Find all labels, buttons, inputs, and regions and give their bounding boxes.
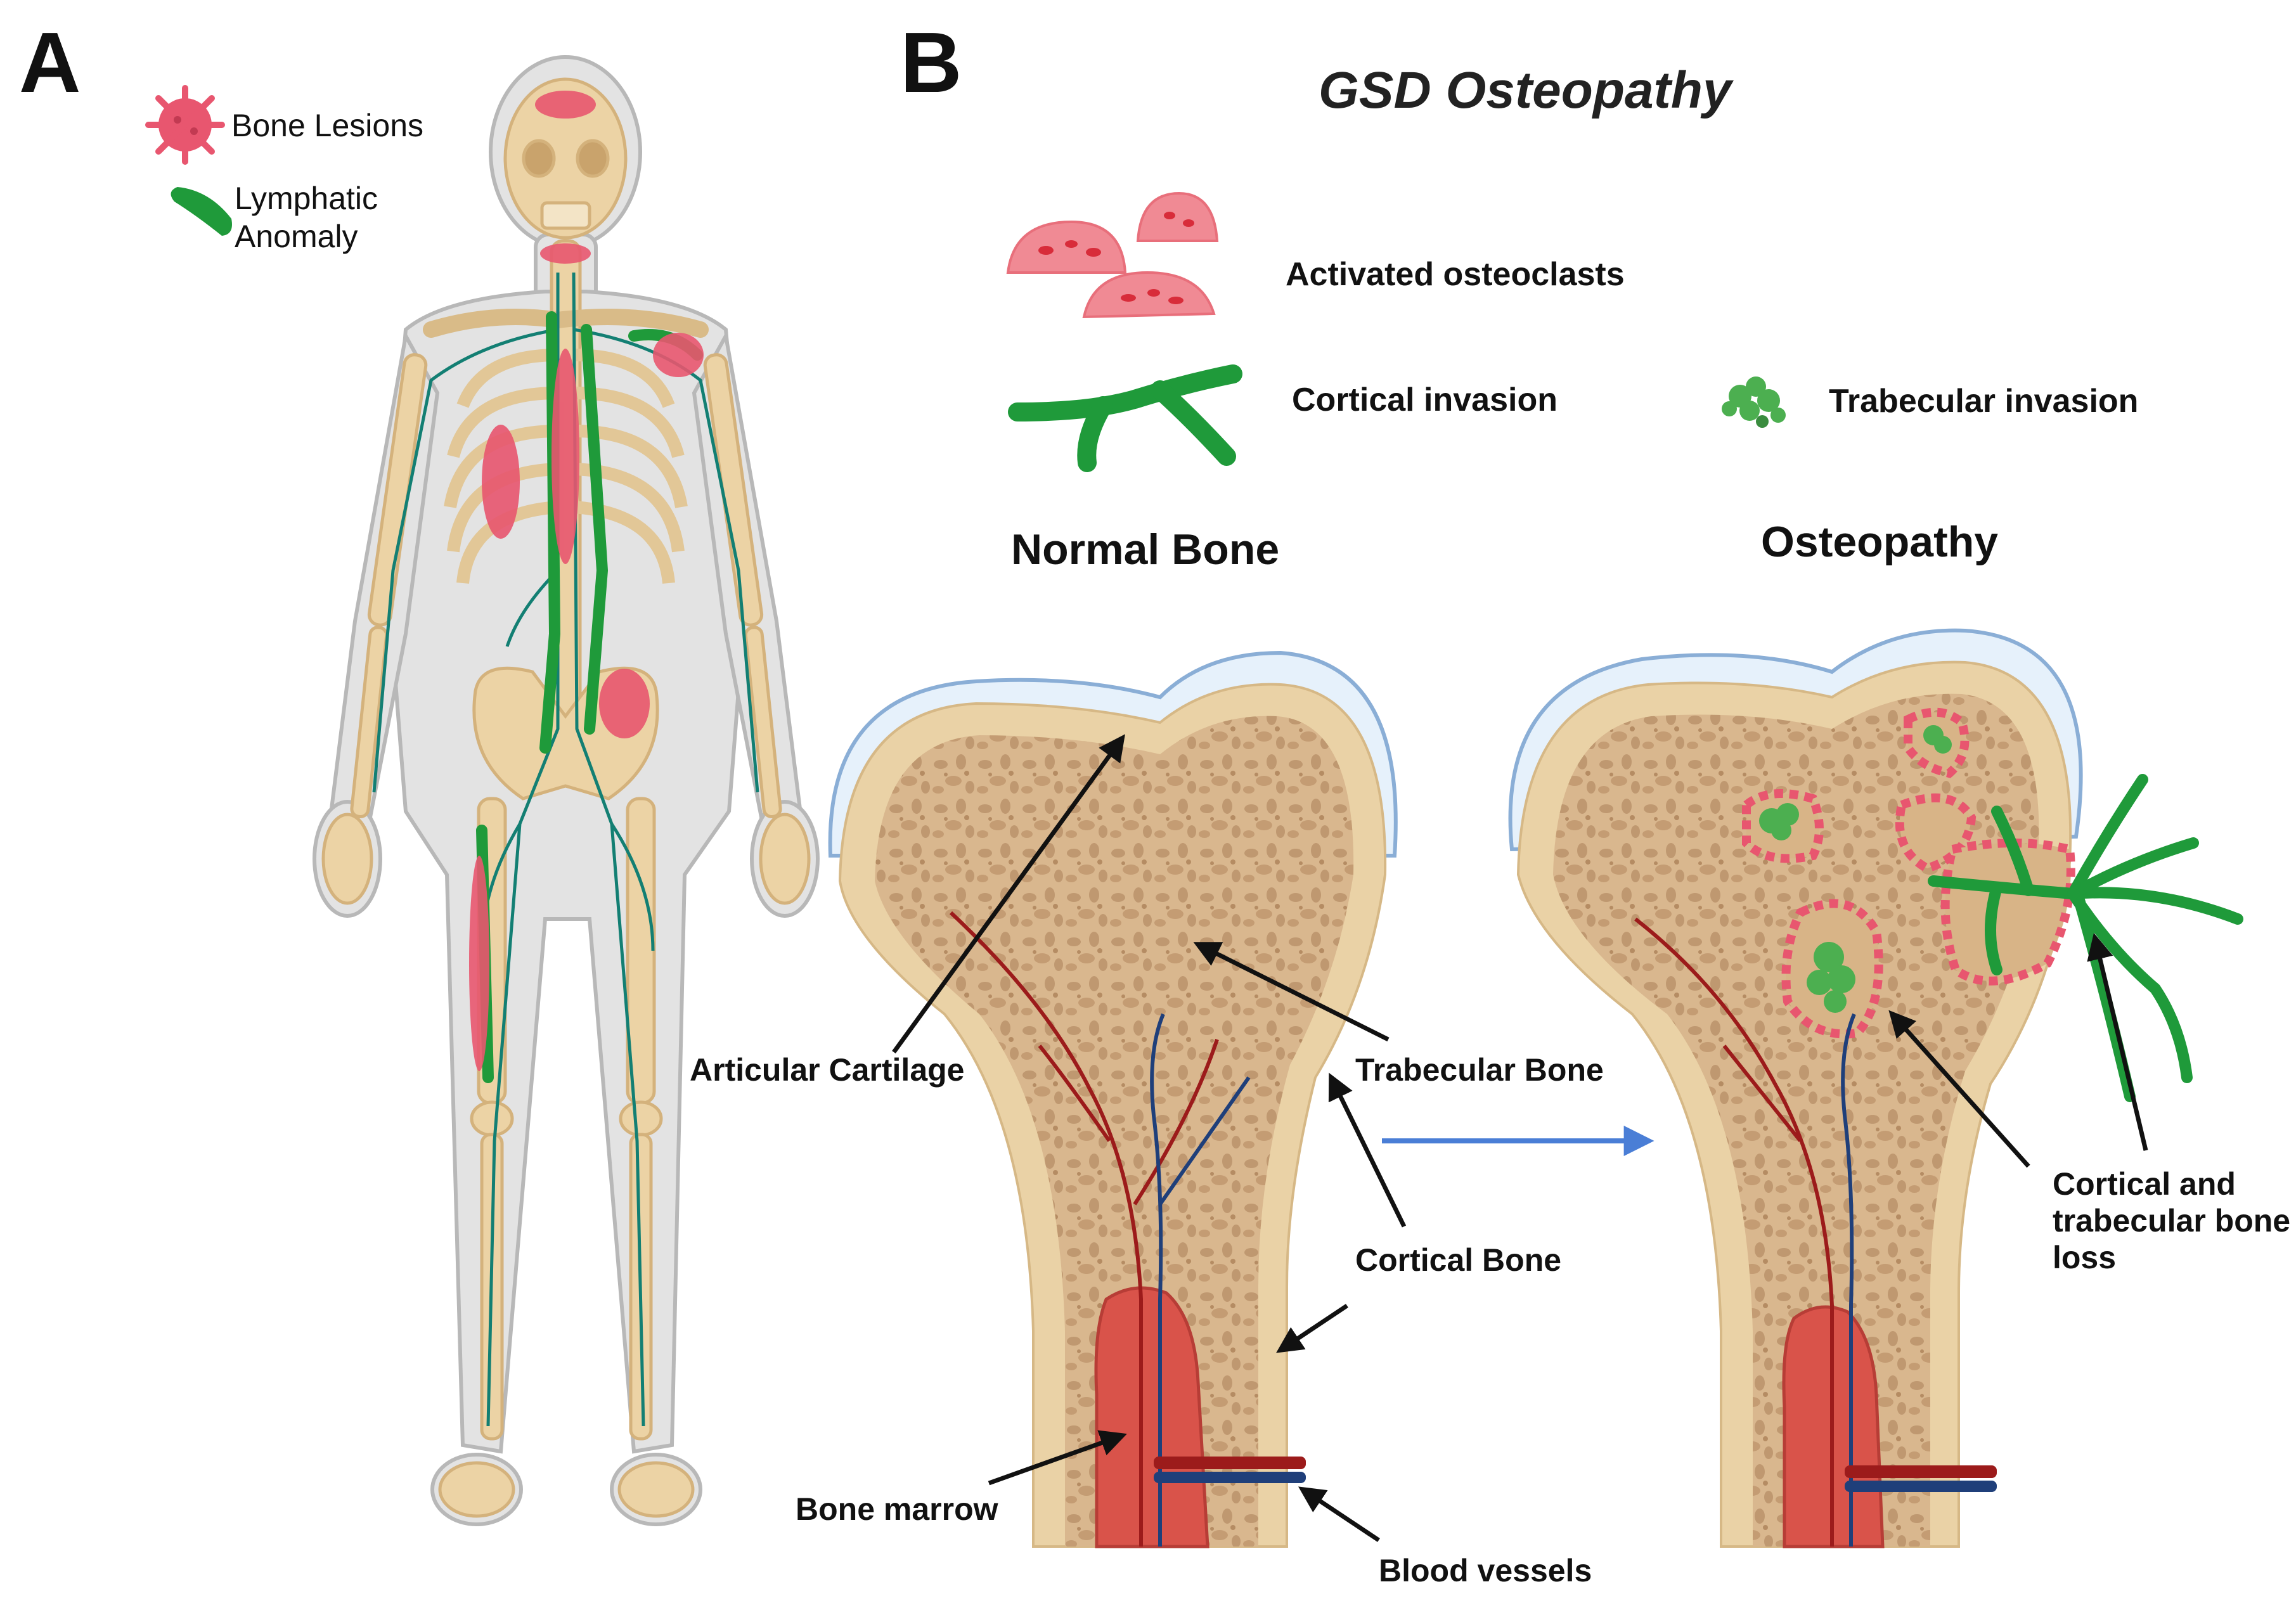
osteo-lytic-lesions	[1742, 707, 2075, 1039]
skull	[503, 77, 628, 240]
label-articular-cartilage: Articular Cartilage	[690, 1052, 964, 1088]
normal-trabecular-bone	[875, 716, 1354, 1547]
human-body-illustration	[313, 55, 820, 1526]
label-bone-loss-3: loss	[2053, 1240, 2116, 1275]
label-bone-loss-2: trabecular bone	[2053, 1203, 2290, 1238]
osteo-artery	[1634, 917, 1834, 1547]
legend-cortical-invasion-label: Cortical invasion	[1292, 382, 1558, 418]
normal-bone-heading: Normal Bone	[1011, 525, 1279, 574]
legend-bone-lesions-label: Bone Lesions	[231, 108, 423, 143]
label-bone-marrow: Bone marrow	[796, 1491, 998, 1527]
osteo-trabecular-bone	[1553, 693, 2039, 1547]
normal-blood-vessels	[1154, 1457, 1306, 1483]
legend-trabecular-invasion-icon	[1722, 376, 1786, 428]
osteo-cortical-invasion	[1928, 774, 2243, 1102]
pointer-bone-loss-trabecular	[1888, 1010, 2030, 1168]
sternum-lesion	[551, 349, 579, 564]
legend-trabecular-invasion-label: Trabecular invasion	[1829, 383, 2138, 420]
panel-b-title: GSD Osteopathy	[1319, 61, 1734, 119]
skull-lesion	[535, 91, 596, 119]
normal-vein	[1150, 1013, 1251, 1547]
legend-cortical-invasion-icon	[1008, 364, 1242, 472]
label-pointers	[892, 734, 2148, 1542]
label-blood-vessels: Blood vessels	[1379, 1553, 1592, 1588]
legend-lymphatic-anomaly-label-2: Anomaly	[235, 219, 358, 254]
osteo-blood-vessels	[1845, 1465, 1997, 1492]
panel-a-letter: A	[19, 15, 81, 110]
normal-artery	[949, 911, 1219, 1547]
pointer-cortical-bone-lower	[1276, 1304, 1348, 1353]
pointer-bone-marrow	[988, 1430, 1127, 1486]
label-bone-loss-1: Cortical and	[2053, 1166, 2236, 1202]
legend-lymphatic-anomaly-icon	[171, 187, 232, 236]
neck-lesion	[540, 243, 591, 264]
normal-bone-illustration	[828, 650, 1398, 1548]
bone-lesions	[469, 91, 704, 1071]
label-cortical-bone: Cortical Bone	[1355, 1242, 1561, 1278]
osteo-trabecular-invasion	[1759, 725, 1952, 1013]
pointer-cortical-bone-upper	[1328, 1072, 1407, 1228]
rib-lesion	[482, 425, 520, 539]
panel-b-letter: B	[900, 15, 962, 110]
pointer-blood-vessels	[1298, 1486, 1380, 1542]
pointer-articular-cartilage	[892, 734, 1125, 1054]
pointer-trabecular-bone	[1193, 942, 1390, 1042]
femur-lesion	[469, 856, 489, 1071]
pointer-bone-loss-cortical	[2087, 932, 2148, 1151]
osteopathy-bone-illustration	[1508, 628, 2243, 1548]
legend-activated-osteoclasts-label: Activated osteoclasts	[1286, 256, 1625, 293]
legend-lymphatic-anomaly-label-1: Lymphatic	[235, 181, 378, 216]
legend-osteoclasts-icon	[1006, 191, 1219, 319]
legend-bone-lesion-icon	[145, 85, 225, 165]
label-trabecular-bone: Trabecular Bone	[1355, 1052, 1604, 1088]
hip-lesion	[599, 669, 650, 738]
osteo-vein	[1841, 1013, 1856, 1547]
osteopathy-heading: Osteopathy	[1761, 518, 1998, 566]
shoulder-lesion	[653, 333, 704, 377]
